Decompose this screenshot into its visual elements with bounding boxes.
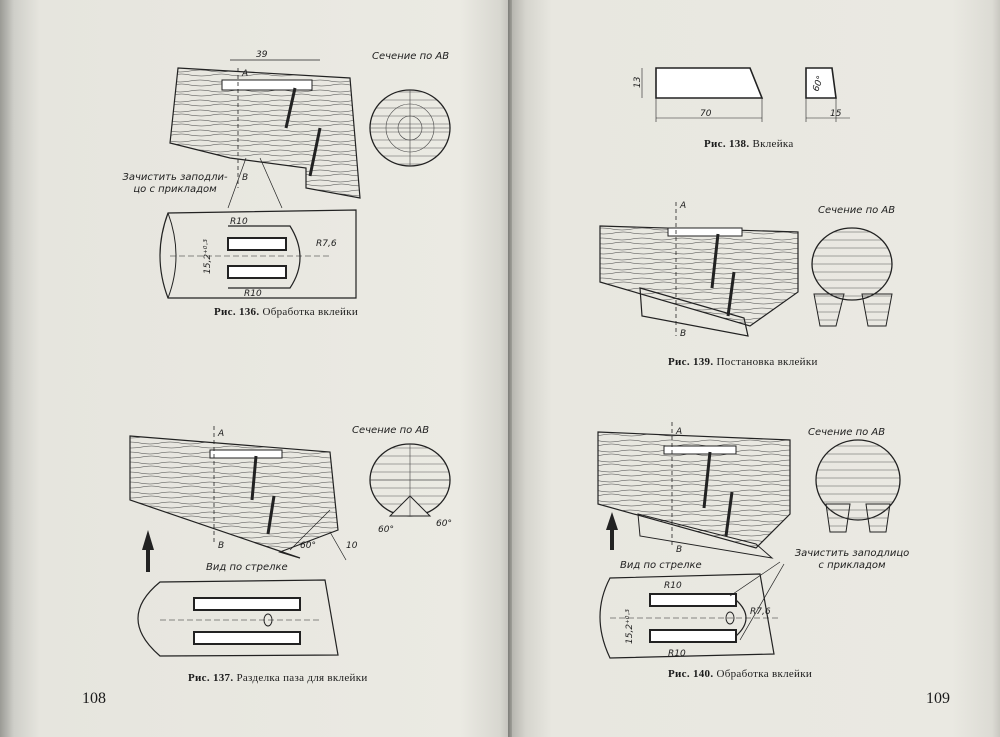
fig136-note: Зачистить заподли- цо с прикладом bbox=[122, 172, 228, 195]
fig137-arrow bbox=[142, 530, 154, 572]
fig139-caption: Рис. 139. Постановка вклейки bbox=[668, 356, 818, 368]
fig137-angle-60-bottom: 60° bbox=[300, 541, 316, 551]
fig136-drawing: 39 А В R7,6 R10 R10 15,2⁺⁰·³ bbox=[159, 50, 451, 299]
fig136-label-a: А bbox=[241, 69, 248, 79]
fig140-dim-r10-top: R10 bbox=[664, 581, 682, 591]
fig136-dim-152: 15,2⁺⁰·³ bbox=[203, 239, 213, 274]
fig140-arrow bbox=[606, 512, 618, 550]
fig137-wood-top bbox=[129, 426, 347, 561]
fig140-plan bbox=[599, 561, 785, 659]
fig136-dim-r10-top: R10 bbox=[230, 217, 248, 227]
fig137-angle-60-right: 60° bbox=[436, 519, 452, 529]
fig137-dim-10: 10 bbox=[346, 541, 358, 551]
fig138-caption-prefix: Рис. 138. bbox=[704, 138, 750, 150]
fig139-label-a: А bbox=[679, 201, 686, 211]
fig139-section-label: Сечение по АВ bbox=[818, 205, 896, 216]
fig140-section bbox=[815, 439, 901, 533]
fig136-caption-prefix: Рис. 136. bbox=[214, 306, 260, 318]
fig138-caption: Рис. 138. Вклейка bbox=[704, 138, 794, 150]
fig136-wood-top bbox=[169, 59, 361, 199]
fig140-drawing: А В R10 R10 R7,6 15,2⁺⁰·³ bbox=[597, 422, 901, 659]
fig138-piece-side bbox=[641, 67, 764, 122]
fig138-caption-text: Вклейка bbox=[752, 138, 794, 150]
page-number-right: 109 bbox=[926, 690, 950, 707]
fig137-drawing: А В 60° 60° 60° 10 bbox=[129, 426, 452, 657]
fig136-dim-r10-bottom: R10 bbox=[244, 289, 262, 299]
fig136-dim-r76: R7,6 bbox=[316, 239, 337, 249]
fig137-caption-prefix: Рис. 137. bbox=[188, 672, 234, 684]
fig140-section-label: Сечение по АВ bbox=[808, 427, 886, 438]
fig137-label-b: В bbox=[218, 541, 224, 551]
fig136-label-b: В bbox=[242, 173, 248, 183]
fig140-dim-r76: R7,6 bbox=[750, 607, 771, 617]
fig140-dim-152: 15,2⁺⁰·³ bbox=[625, 609, 635, 644]
fig140-wood bbox=[597, 422, 791, 559]
fig140-note: Зачистить заподлицо с прикладом bbox=[794, 548, 910, 571]
fig137-plan bbox=[137, 579, 339, 657]
fig139-caption-text: Постановка вклейки bbox=[716, 356, 818, 368]
fig140-dim-r10-bottom: R10 bbox=[668, 649, 686, 659]
fig137-label-a: А bbox=[217, 429, 224, 439]
fig137-section bbox=[369, 443, 451, 517]
fig136-section bbox=[369, 89, 451, 167]
page-number-left: 108 bbox=[82, 690, 106, 707]
fig136-caption-text: Обработка вклейки bbox=[262, 306, 359, 318]
fig140-caption: Рис. 140. Обработка вклейки bbox=[668, 668, 812, 680]
fig140-caption-prefix: Рис. 140. bbox=[668, 668, 714, 680]
fig139-caption-prefix: Рис. 139. bbox=[668, 356, 714, 368]
fig136-section-label: Сечение по АВ bbox=[372, 51, 450, 62]
fig140-label-a: А bbox=[675, 427, 682, 437]
fig138-dim-70: 70 bbox=[700, 109, 712, 119]
fig137-caption: Рис. 137. Разделка паза для вклейки bbox=[188, 672, 368, 684]
fig140-caption-text: Обработка вклейки bbox=[716, 668, 813, 680]
fig136-dim-width: 39 bbox=[256, 50, 268, 60]
fig137-angle-60-left: 60° bbox=[378, 525, 394, 535]
fig137-section-label: Сечение по АВ bbox=[352, 425, 430, 436]
fig138-dim-13: 13 bbox=[633, 76, 643, 88]
fig137-caption-text: Разделка паза для вклейки bbox=[236, 672, 368, 684]
fig138-drawing: 13 70 15 60° bbox=[633, 67, 850, 122]
fig140-view-label: Вид по стрелке bbox=[620, 560, 702, 571]
fig139-section bbox=[811, 227, 893, 327]
fig138-piece-end bbox=[805, 67, 850, 122]
fig139-label-b: В bbox=[680, 329, 686, 339]
fig138-dim-15: 15 bbox=[830, 109, 842, 119]
fig136-plan bbox=[159, 157, 357, 299]
left-page: 39 А В R7,6 R10 R10 15,2⁺⁰·³ Сечение по … bbox=[0, 0, 512, 737]
fig137-view-label: Вид по стрелке bbox=[206, 562, 288, 573]
fig139-drawing: А В bbox=[599, 201, 893, 339]
fig139-wood bbox=[599, 202, 799, 337]
fig140-label-b: В bbox=[676, 545, 682, 555]
right-page: 13 70 15 60° Рис. 138. Вклейка А В bbox=[512, 0, 1000, 737]
fig136-caption: Рис. 136. Обработка вклейки bbox=[214, 306, 358, 318]
